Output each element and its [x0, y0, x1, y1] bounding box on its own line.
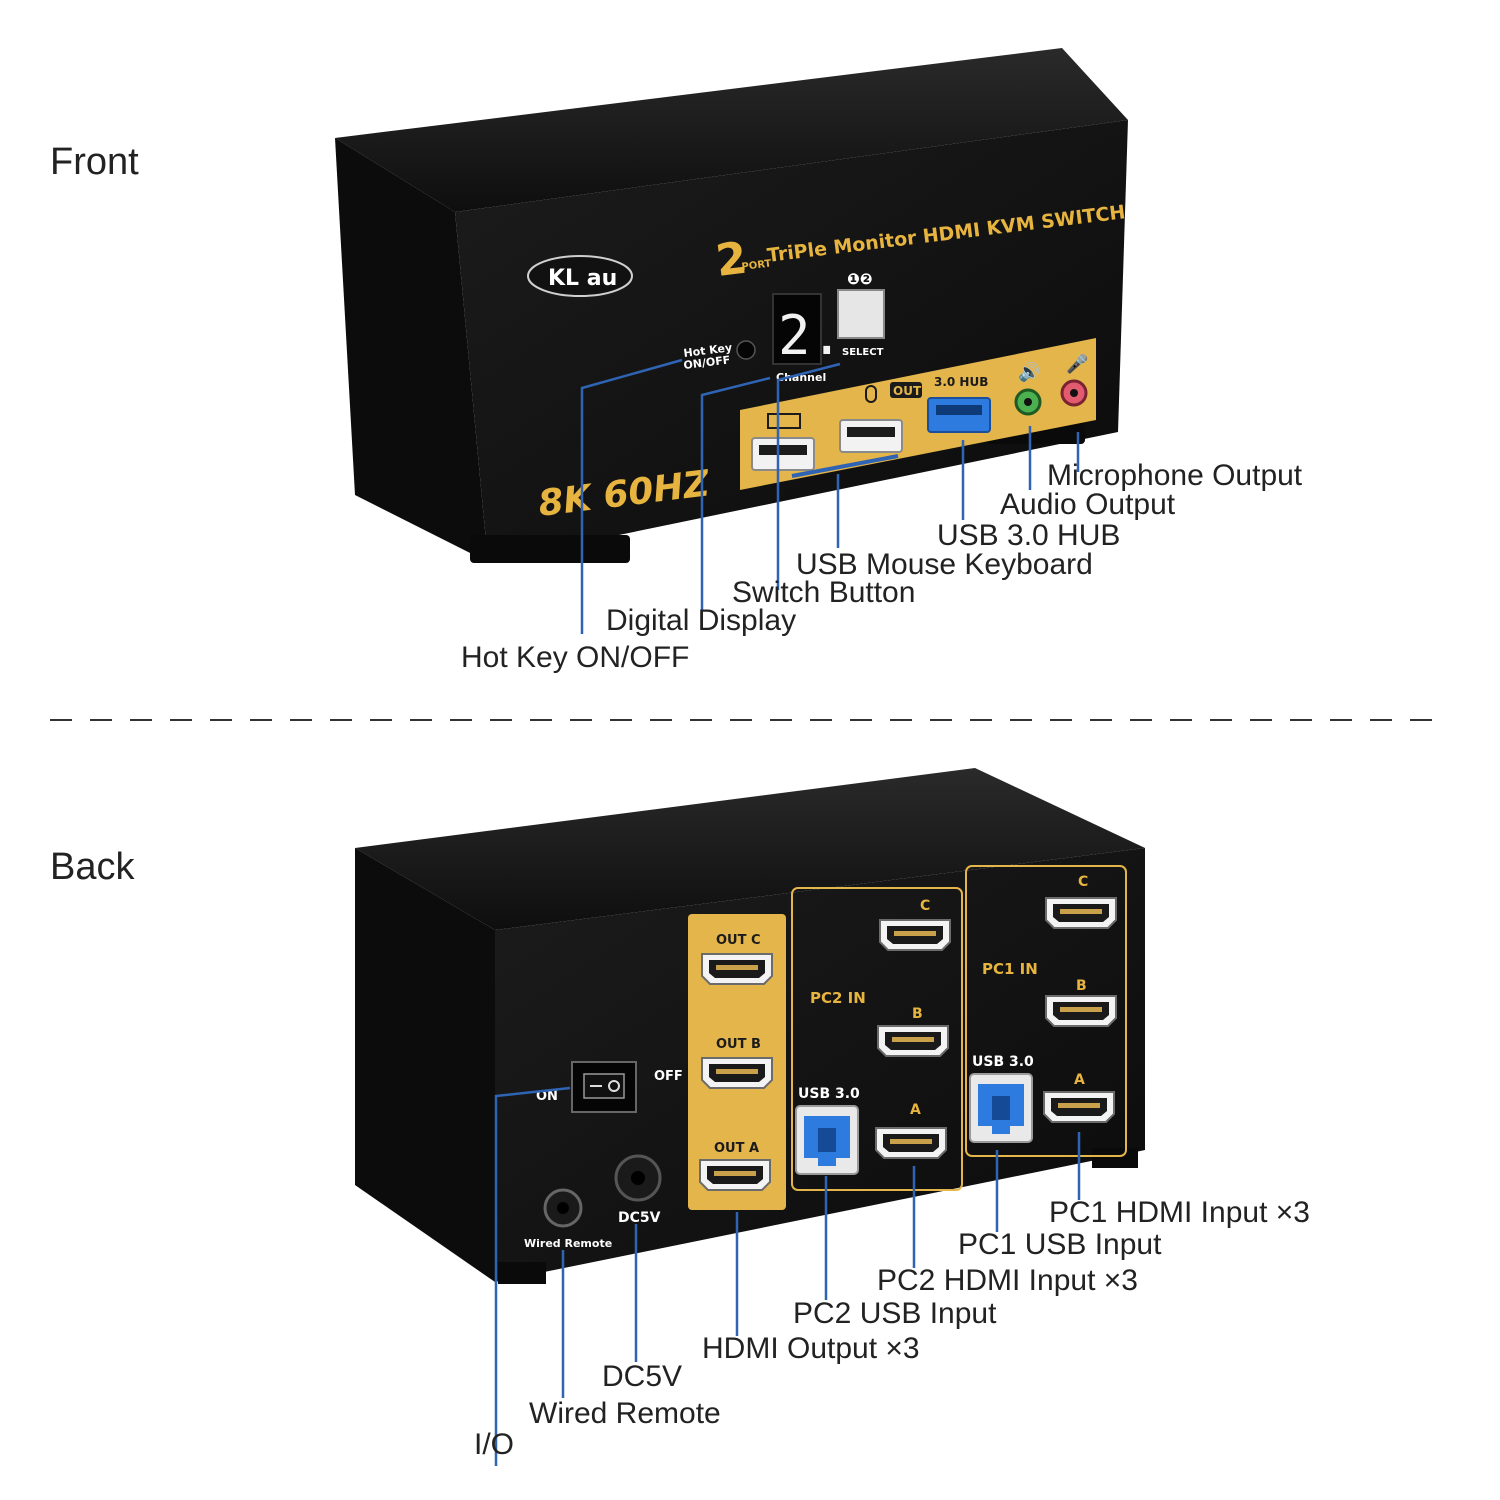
hotkey-label-line2: ON/OFF	[683, 353, 731, 372]
front-section-title: Front	[50, 141, 139, 183]
pc2-hdmi-a-port[interactable]	[875, 1127, 947, 1159]
dc-power-jack-pin	[631, 1171, 645, 1185]
callout-pc2-hdmi: PC2 HDMI Input ×3	[877, 1264, 1138, 1297]
pc1-port-c-label: C	[1078, 874, 1088, 890]
pc1-port-b-label: B	[1076, 978, 1087, 994]
select-label: SELECT	[842, 347, 884, 358]
callout-audio-output: Audio Output	[1000, 488, 1176, 521]
usb-group-bar	[791, 454, 899, 478]
speaker-icon: 🔊	[1018, 361, 1040, 383]
pc2-hdmi-b-port[interactable]	[877, 1025, 949, 1057]
channel-label: Channel	[776, 371, 826, 384]
brand-logo-text: KL au	[548, 266, 617, 291]
front-device-side	[335, 138, 488, 562]
out-c-label: OUT C	[716, 933, 761, 948]
callout-switch-button: Switch Button	[732, 576, 915, 609]
keyboard-icon	[767, 413, 801, 429]
callout-io: I/O	[474, 1428, 514, 1461]
pc2-port-b-label: B	[912, 1006, 923, 1022]
hotkey-label-line1: Hot Key	[683, 341, 733, 360]
leader-digital-display	[700, 376, 771, 610]
callout-hdmi-output: HDMI Output ×3	[702, 1332, 920, 1365]
callout-pc1-usb: PC1 USB Input	[958, 1228, 1162, 1261]
pc1-port-a-label: A	[1074, 1072, 1085, 1088]
out-badge-bg	[890, 382, 922, 398]
port-count: 2	[713, 233, 750, 287]
usb-mouse-port[interactable]	[839, 419, 903, 453]
out-badge: OUT	[893, 384, 922, 398]
pc2-usb3-label: USB 3.0	[798, 1086, 860, 1102]
front-device: KL au 2 PORT TriPle Monitor HDMI KVM SWI…	[335, 48, 1128, 563]
leader-io	[494, 1086, 571, 1466]
usb3-hub-port[interactable]	[927, 397, 991, 433]
back-device: OUT C OUT B OUT A C PC2 IN B USB 3.0 A C…	[355, 768, 1145, 1284]
select-button[interactable]	[837, 289, 885, 339]
callout-digital-display: Digital Display	[606, 604, 796, 637]
callout-pc1-hdmi: PC1 HDMI Input ×3	[1049, 1196, 1310, 1229]
callout-hot-key: Hot Key ON/OFF	[461, 641, 689, 674]
on-label: ON	[536, 1089, 558, 1104]
pc1-input-group	[965, 865, 1127, 1157]
hotkey-button[interactable]	[736, 340, 756, 360]
front-foot-left	[470, 535, 630, 563]
callout-wired-remote: Wired Remote	[529, 1397, 721, 1430]
pc2-hdmi-c-port[interactable]	[879, 919, 951, 951]
display-digit: 2.	[778, 304, 843, 367]
pc1-hdmi-b-port[interactable]	[1045, 995, 1117, 1027]
dc-label: DC5V	[618, 1210, 661, 1226]
hdmi-out-a-port[interactable]	[699, 1159, 771, 1191]
brand-logo	[527, 255, 633, 297]
port-word: PORT	[741, 258, 772, 273]
back-section-title: Back	[50, 846, 135, 888]
wired-remote-jack-hole	[557, 1202, 569, 1214]
hub-label: 3.0 HUB	[934, 375, 988, 389]
pc2-port-c-label: C	[920, 898, 930, 914]
hdmi-out-c-port[interactable]	[701, 953, 773, 985]
callout-dc5v: DC5V	[602, 1360, 682, 1393]
select-numbers: ❶❷	[847, 270, 872, 288]
front-port-panel	[740, 338, 1096, 490]
back-device-top	[355, 768, 1145, 930]
off-label: OFF	[654, 1069, 683, 1084]
microphone-icon: 🎤	[1066, 353, 1088, 375]
hdmi-out-b-port[interactable]	[701, 1057, 773, 1089]
leader-switch-button	[776, 362, 841, 590]
audio-jack-hole	[1024, 398, 1032, 406]
pc1-hdmi-a-port[interactable]	[1043, 1091, 1115, 1123]
mouse-icon	[865, 385, 877, 403]
back-foot-left	[498, 1262, 546, 1284]
pc1-hdmi-c-port[interactable]	[1045, 897, 1117, 929]
pc2-port-a-label: A	[910, 1102, 921, 1118]
out-a-label: OUT A	[714, 1141, 759, 1156]
power-off-mark	[608, 1080, 620, 1092]
usb-keyboard-port[interactable]	[751, 437, 815, 471]
pc1-in-label: PC1 IN	[982, 960, 1038, 978]
pc2-in-label: PC2 IN	[810, 989, 866, 1007]
front-leader-lines	[580, 358, 1080, 634]
wired-remote-label: Wired Remote	[524, 1237, 612, 1250]
front-device-top	[335, 48, 1128, 212]
callout-usb-hub: USB 3.0 HUB	[937, 519, 1120, 552]
pc2-input-group	[791, 887, 963, 1191]
mic-jack-hole	[1070, 389, 1078, 397]
back-leader-lines	[494, 1086, 1081, 1466]
back-device-side	[355, 848, 495, 1282]
pc2-usb-b-port[interactable]	[795, 1105, 859, 1175]
out-b-label: OUT B	[716, 1037, 761, 1052]
back-foot-right	[1092, 1148, 1138, 1168]
leader-hot-key	[580, 358, 683, 634]
pc1-usb-b-port[interactable]	[969, 1073, 1033, 1143]
callout-microphone-output: Microphone Output	[1047, 459, 1303, 492]
callout-usb-mouse-keyboard: USB Mouse Keyboard	[796, 548, 1093, 581]
pc1-usb3-label: USB 3.0	[972, 1054, 1034, 1070]
digital-display	[772, 293, 822, 365]
callout-pc2-usb: PC2 USB Input	[793, 1297, 997, 1330]
